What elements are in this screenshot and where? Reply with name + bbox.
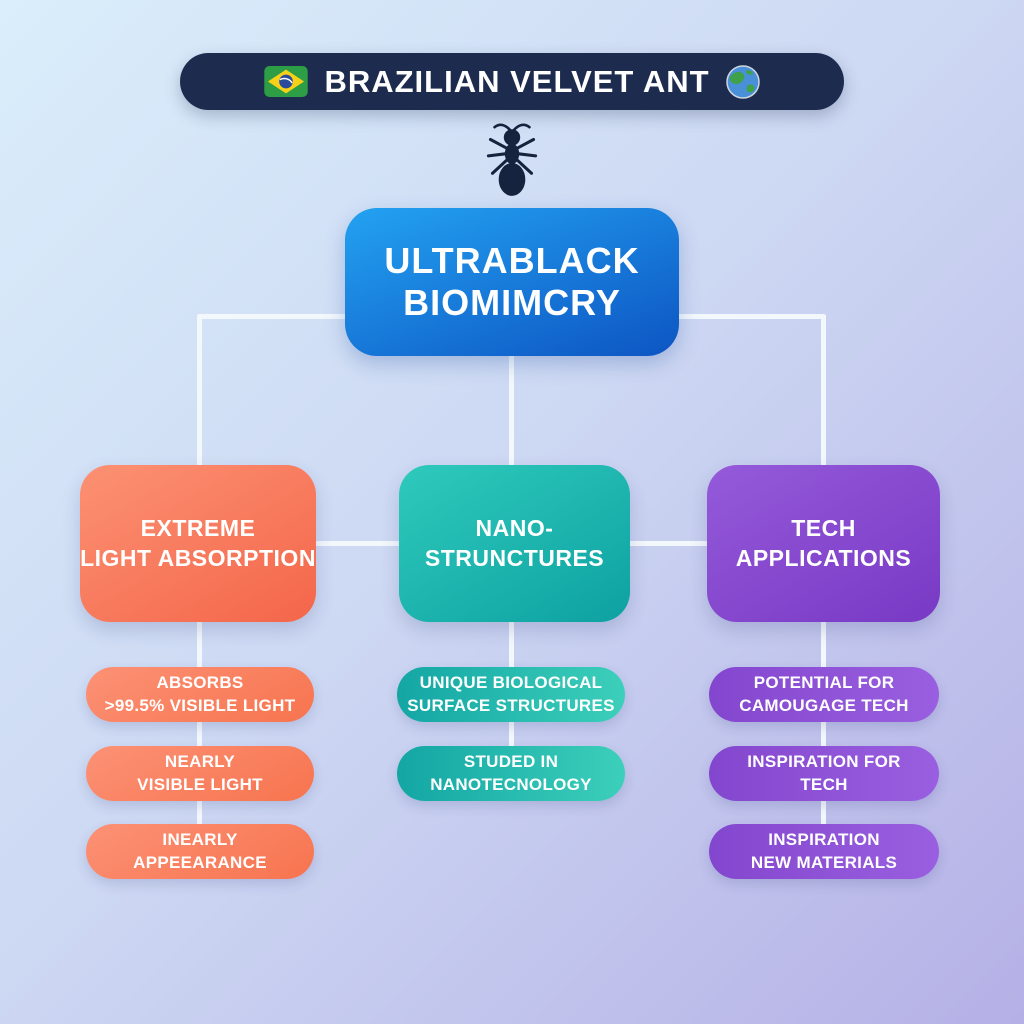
pill-nearly-visible-light: NEARLY VISIBLE LIGHT: [86, 746, 314, 801]
branch-title-line: APPLICATIONS: [735, 544, 912, 571]
root-node-ultrablack-biomimicry: ULTRABLACK BIOMIMCRY: [345, 208, 679, 356]
pill-line: POTENTIAL FOR: [753, 673, 895, 693]
pill-absorbs-visible-light: ABSORBS >99.5% VISIBLE LIGHT: [86, 667, 314, 722]
header-banner: BRAZILIAN VELVET ANT: [180, 53, 844, 110]
branch-extreme-light-absorption: EXTREME LIGHT ABSORPTION: [80, 465, 316, 622]
connector-right-vertical: [821, 314, 826, 470]
pill-line: >99.5% VISIBLE LIGHT: [104, 695, 296, 715]
branch-title-line: STRUNCTURES: [424, 544, 605, 571]
branch-tech-applications: TECH APPLICATIONS: [707, 465, 940, 622]
pill-line: STUDED IN: [463, 752, 559, 772]
pill-line: ABSORBS: [156, 673, 244, 693]
brazil-flag-icon: [264, 66, 309, 97]
branch-title-line: NANO-: [475, 514, 554, 541]
globe-icon: [725, 64, 760, 99]
pill-nearly-appearance: INEARLY APPEEARANCE: [86, 824, 314, 879]
pill-line: NANOTECNOLOGY: [430, 774, 592, 794]
connector-center-vertical: [509, 350, 514, 470]
root-title-line1: ULTRABLACK: [384, 239, 640, 281]
pill-line: APPEEARANCE: [133, 852, 267, 872]
pill-studied-in-nanotechnology: STUDED IN NANOTECNOLOGY: [397, 746, 625, 801]
pill-line: INEARLY: [162, 830, 238, 850]
branch-title-line: LIGHT ABSORPTION: [80, 544, 316, 571]
connector-col1-vertical: [197, 615, 202, 853]
branch-title-line: EXTREME: [140, 514, 256, 541]
connector-col3-vertical: [821, 615, 826, 853]
branch-title-line: TECH: [791, 514, 856, 541]
pill-line: SURFACE STRUCTURES: [407, 695, 615, 715]
pill-inspiration-new-materials: INSPIRATION NEW MATERIALS: [709, 824, 939, 879]
pill-line: INSPIRATION FOR: [747, 752, 901, 772]
branch-nano-structures: NANO- STRUNCTURES: [399, 465, 630, 622]
pill-line: NEARLY: [164, 752, 236, 772]
pill-line: NEW MATERIALS: [750, 852, 898, 872]
connector-left-vertical: [197, 314, 202, 470]
pill-inspiration-for-tech: INSPIRATION FOR TECH: [709, 746, 939, 801]
pill-potential-camouflage-tech: POTENTIAL FOR CAMOUGAGE TECH: [709, 667, 939, 722]
pill-line: CAMOUGAGE TECH: [739, 695, 909, 715]
pill-line: TECH: [800, 774, 848, 794]
pill-line: VISIBLE LIGHT: [137, 774, 263, 794]
ant-icon: [479, 120, 545, 202]
pill-line: INSPIRATION: [768, 830, 880, 850]
root-title-line2: BIOMIMCRY: [403, 282, 621, 323]
pill-line: UNIQUE BIOLOGICAL: [419, 673, 603, 693]
pill-unique-biological-structures: UNIQUE BIOLOGICAL SURFACE STRUCTURES: [397, 667, 625, 722]
header-title: BRAZILIAN VELVET ANT: [324, 63, 710, 99]
